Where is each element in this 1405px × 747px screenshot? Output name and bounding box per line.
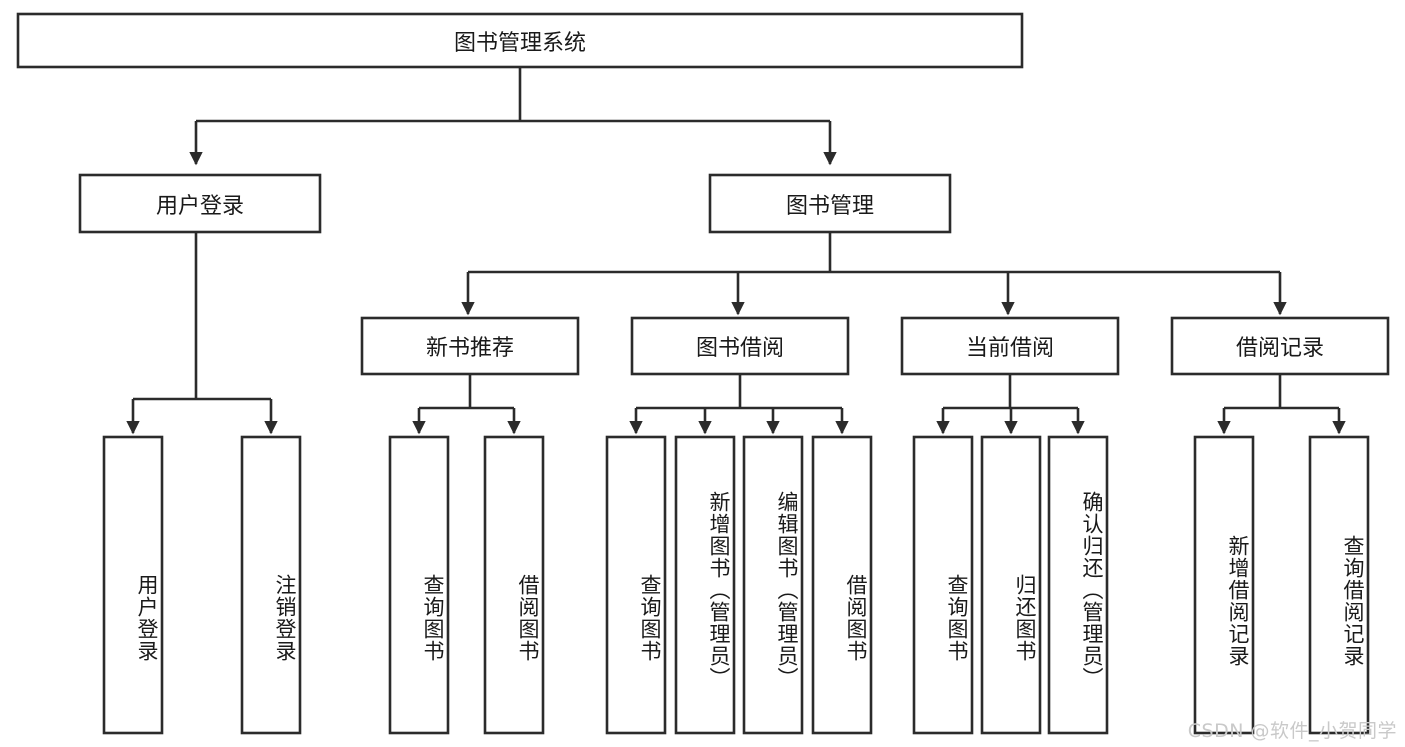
connector-group-new-book-recommend-leaves — [412, 374, 521, 435]
leaf-book-borrow-4[interactable] — [811, 435, 873, 735]
leaf-borrow-record-2[interactable] — [1308, 435, 1370, 735]
connector-group-root-to-level2 — [189, 68, 837, 166]
leaf-new-book-1[interactable] — [388, 435, 450, 735]
leaf-new-book-2[interactable] — [483, 435, 545, 735]
node-borrow-record[interactable] — [1170, 316, 1390, 376]
node-user-login[interactable] — [78, 173, 322, 234]
leaf-book-borrow-2[interactable] — [674, 435, 736, 735]
node-book-management[interactable] — [708, 173, 952, 234]
connector-group-current-borrow-leaves — [936, 374, 1085, 435]
leaf-current-borrow-2[interactable] — [980, 435, 1042, 735]
connector-group-book-mgmt-to-level3 — [461, 232, 1287, 316]
connector-group-borrow-record-leaves — [1217, 374, 1346, 435]
node-book-borrow[interactable] — [630, 316, 850, 376]
leaf-user-login-2[interactable] — [240, 435, 302, 735]
node-new-book-recommend[interactable] — [360, 316, 580, 376]
connector-group-user-login-leaves — [126, 232, 278, 435]
leaf-user-login-1[interactable] — [102, 435, 164, 735]
leaf-current-borrow-1[interactable] — [912, 435, 974, 735]
leaf-current-borrow-3[interactable] — [1047, 435, 1109, 735]
leaf-borrow-record-1[interactable] — [1193, 435, 1255, 735]
node-current-borrow[interactable] — [900, 316, 1120, 376]
connector-group-book-borrow-leaves — [629, 374, 849, 435]
leaf-book-borrow-1[interactable] — [605, 435, 667, 735]
leaf-book-borrow-3[interactable] — [742, 435, 804, 735]
node-root-book-management-system[interactable] — [16, 12, 1024, 69]
